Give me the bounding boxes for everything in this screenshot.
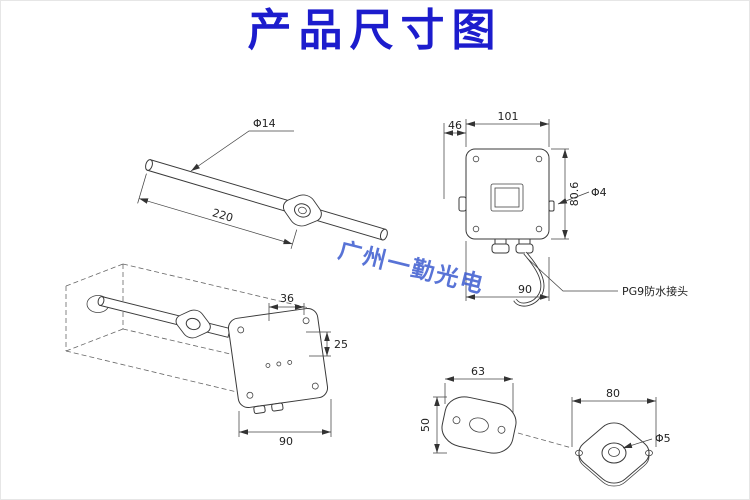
corner-screw <box>472 155 480 163</box>
dim-label-gasket-width: 63 <box>471 365 485 378</box>
dim-label-probe-length: 220 <box>211 206 235 224</box>
dim-label-enclosure-depth: 46 <box>448 119 462 132</box>
page-header: 产品尺寸图 <box>1 1 749 61</box>
watermark: 广州一勤光电 <box>336 237 488 299</box>
enclosure-side-view <box>227 307 329 415</box>
dim-80: 80 <box>571 387 657 447</box>
dim-90-duct: 90 <box>238 399 332 448</box>
side-view-gland <box>253 405 266 415</box>
dim-80-6: 80.6 <box>551 148 581 240</box>
dim-label-phi4: Φ4 <box>591 186 607 199</box>
dim-101: 101 <box>465 110 550 147</box>
assembly-link-line <box>517 432 573 449</box>
gasket-screw-hole <box>497 425 506 434</box>
enclosure-front-drawing: 46 101 <box>443 110 688 307</box>
gasket-outline <box>441 396 517 454</box>
dim-phi14: Φ14 <box>190 117 294 172</box>
side-hole-tab <box>548 200 555 212</box>
bracket-center-hole <box>608 447 620 457</box>
installed-flange <box>175 309 211 339</box>
duct-installation-drawing: 36 25 90 <box>65 263 348 448</box>
cable-gland-right <box>515 238 534 254</box>
corner-screw <box>535 155 543 163</box>
bracket-corner-hole <box>645 449 653 457</box>
probe-isometric-drawing: Φ14 220 <box>137 117 388 249</box>
side-mount-tab <box>458 196 467 212</box>
dim-label-probe-diameter: Φ14 <box>253 117 276 130</box>
bracket-corner-hole <box>575 449 583 457</box>
probe-tube <box>146 159 387 241</box>
dim-label-enclosure-bottom-width: 90 <box>518 283 532 296</box>
enclosure-body <box>465 148 550 240</box>
dim-label-gasket-height: 50 <box>419 418 432 432</box>
note-pg9: PG9防水接头 <box>526 257 688 298</box>
dim-label-bracket-width: 80 <box>606 387 620 400</box>
dim-label-duct-bottom-width: 90 <box>279 435 293 448</box>
dim-phi4: Φ4 <box>557 186 607 205</box>
display-window <box>490 183 524 212</box>
installed-probe <box>97 296 231 339</box>
page-title: 产品尺寸图 <box>247 6 503 55</box>
dim-label-enclosure-width: 101 <box>498 110 519 123</box>
dim-90-enclosure: 90 <box>465 241 550 301</box>
dim-50: 50 <box>419 396 447 454</box>
dim-label-duct-offset: 25 <box>334 338 348 351</box>
dim-220: 220 <box>137 173 298 249</box>
gasket-center-hole <box>469 417 489 433</box>
dim-phi5: Φ5 <box>622 432 671 449</box>
dim-label-duct-top-width: 36 <box>280 292 294 305</box>
corner-screw <box>535 225 543 233</box>
dim-25: 25 <box>306 331 348 357</box>
dimension-diagram-svg: Φ14 220 <box>65 110 688 487</box>
cable-gland-left <box>491 238 510 254</box>
note-label-pg9: PG9防水接头 <box>622 284 688 298</box>
dim-63: 63 <box>444 365 514 413</box>
bracket-center-boss <box>601 442 627 464</box>
gasket-drawing: 63 50 <box>419 365 573 454</box>
probe-tube-endcap <box>145 159 153 171</box>
drawing-canvas: Φ14 220 <box>1 61 749 499</box>
dim-label-bracket-hole: Φ5 <box>655 432 671 445</box>
dim-46: 46 <box>443 119 466 199</box>
dim-label-enclosure-height: 80.6 <box>568 182 581 207</box>
dim-36: 36 <box>268 292 305 321</box>
side-view-gland <box>271 402 284 412</box>
bracket-drawing: 80 Φ5 <box>571 387 671 487</box>
corner-screw <box>472 225 480 233</box>
gasket-screw-hole <box>452 416 461 425</box>
